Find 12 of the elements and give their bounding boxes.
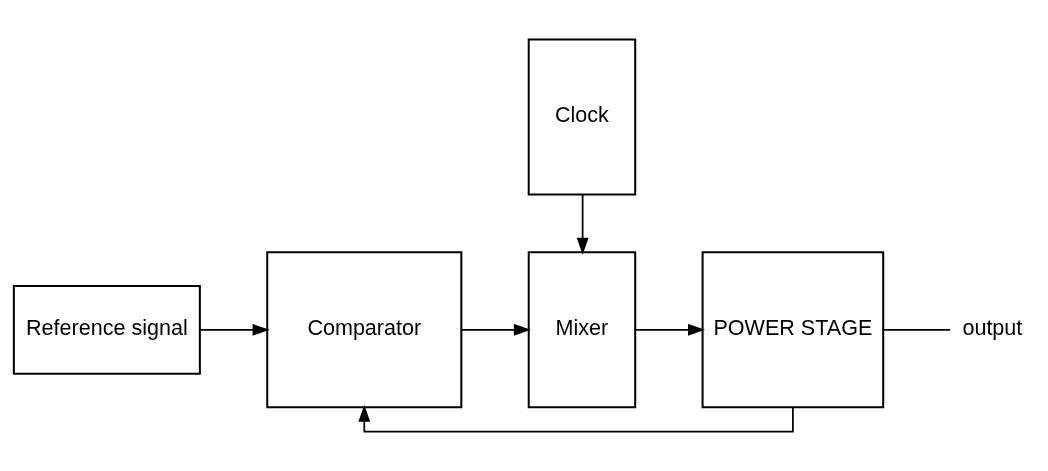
node-text: output [962,314,1023,340]
node-box: Clock [527,38,637,196]
connector [882,328,951,331]
arrow [358,404,794,433]
arrow [576,194,589,255]
arrow [460,323,531,336]
arrow [199,323,270,336]
node-box: POWER STAGE [701,251,885,409]
node-box: Comparator [266,251,463,409]
node-box: Reference signal [12,285,201,375]
node-box: Mixer [527,251,637,409]
arrow [634,323,705,336]
